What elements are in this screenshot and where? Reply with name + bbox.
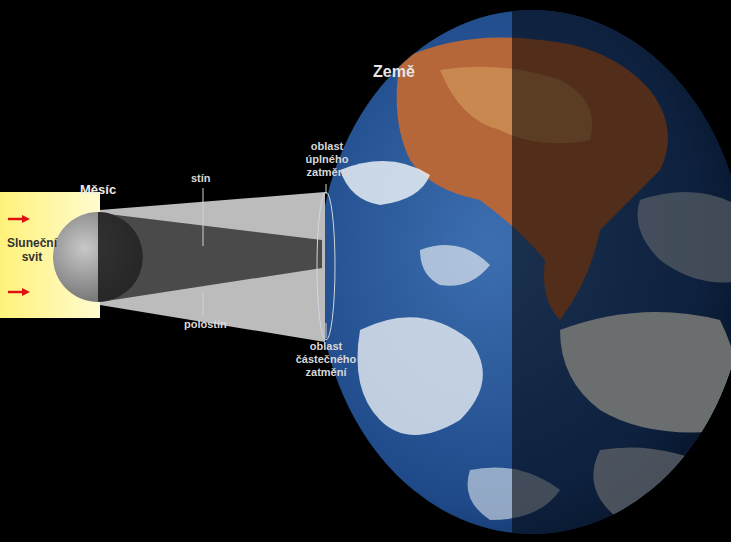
umbra-label: stín (191, 172, 211, 185)
moon (53, 200, 158, 320)
planet-name: Země (373, 62, 415, 81)
eclipse-area-outline (317, 192, 335, 340)
earth-globe (318, 0, 731, 542)
sunlight-label: Sluneční svit (0, 236, 64, 264)
total-eclipse-label: oblast úplného zatmění (292, 140, 362, 179)
leader-lines (203, 184, 326, 338)
penumbra-label: polostín (184, 318, 227, 331)
partial-eclipse-label: oblast částečného zatmění (289, 340, 363, 379)
moon-name: Měsíc (80, 182, 116, 198)
